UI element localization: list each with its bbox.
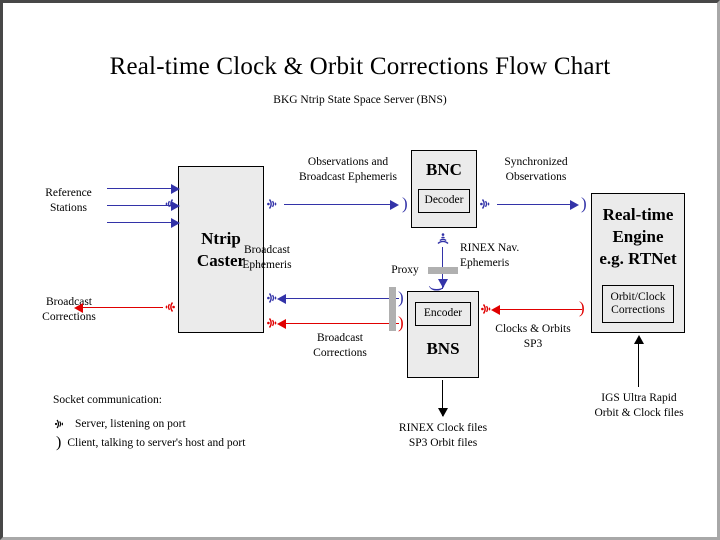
client-socket-icon-bnc-in: ) [402,194,408,213]
label-igs-ultra-rapid: IGS Ultra Rapid Orbit & Clock files [594,392,684,420]
label-proxy: Proxy [391,264,419,276]
label-rinex-nav-ephemeris: RINEX Nav. Ephemeris [460,242,520,270]
server-socket-icon-bns-in [480,300,496,318]
server-socket-icon-caster-corr [266,314,282,332]
proxy-bar-vertical [428,267,458,274]
label-rinex-clock-sp3-files: RINEX Clock files SP3 Orbit files [398,422,488,450]
legend-title: Socket communication: [53,394,162,406]
label-observations-broadcast-ephemeris: Observations and Broadcast Ephemeris [298,156,398,184]
page-subtitle: BKG Ntrip State Space Server (BNS) [273,94,447,106]
client-socket-icon-engine-out: ) [579,298,585,317]
legend-item-client: ) Client, talking to server's host and p… [56,435,245,451]
node-bns[interactable]: Encoder BNS [407,291,479,378]
arrow-igs-up [638,343,639,387]
node-realtime-engine[interactable]: Real-time Engine e.g. RTNet Orbit/Clock … [591,193,685,333]
arrowhead-broadcast-ephemeris [277,294,286,304]
arrowhead-observations-to-bnc [390,200,399,210]
arrowhead-igs-up [634,335,644,344]
arrowhead-broadcast-corrections-left [74,303,83,313]
arrowhead-ref-station-1 [171,184,180,194]
label-broadcast-corrections-bns: Broadcast Corrections [313,332,367,360]
arrowhead-clocks-orbits [491,305,500,315]
node-realtime-engine-label: Real-time Engine e.g. RTNet [599,205,677,268]
label-broadcast-corrections-left: Broadcast Corrections [42,296,96,324]
arrow-sync-observations [497,204,572,205]
client-socket-icon-bns-eph: ) [398,288,404,307]
arrowhead-ref-station-2 [171,201,180,211]
legend-item-server: Server, listening on port [53,416,186,432]
arrow-clocks-orbits [500,309,582,310]
arrowhead-rinex-nav-down [438,279,448,288]
server-socket-icon [53,416,69,432]
label-reference-stations: Reference Stations [45,187,92,215]
arrowhead-bns-files-down [438,408,448,417]
node-ntrip-caster-label: Ntrip Caster [196,228,246,270]
node-orbit-clock-corrections[interactable]: Orbit/Clock Corrections [602,285,674,324]
server-socket-icon-bnc-out [479,195,495,213]
arrow-ref-station-3 [107,222,173,223]
arrow-broadcast-ephemeris [286,298,399,299]
arrow-ref-station-1 [107,188,173,189]
node-bnc[interactable]: BNC Decoder [411,150,477,228]
arrow-broadcast-corrections-left [83,307,163,308]
label-clocks-orbits-sp3: Clocks & Orbits SP3 [495,323,571,351]
node-ntrip-caster[interactable]: Ntrip Caster [178,166,264,333]
node-bns-encoder[interactable]: Encoder [415,302,471,326]
arrowhead-sync-observations [570,200,579,210]
label-synchronized-observations: Synchronized Observations [504,156,568,184]
arrow-observations-to-bnc [284,204,392,205]
arrow-bns-files-down [442,380,443,416]
server-socket-icon-caster-out [160,298,176,316]
server-socket-icon-caster-in [160,195,176,213]
legend-item-client-label: Client, talking to server's host and por… [67,437,246,449]
legend-item-server-label: Server, listening on port [75,418,186,430]
arrow-ref-station-2 [107,205,173,206]
arrowhead-ref-station-3 [171,218,180,228]
page-title: Real-time Clock & Orbit Corrections Flow… [109,53,611,80]
server-socket-icon-caster-obs [266,195,282,213]
client-socket-icon-engine-in: ) [581,194,587,213]
arrow-broadcast-corrections-bns [286,323,399,324]
server-socket-icon-rinex-nav [434,231,452,247]
node-bnc-label: BNC [426,160,462,179]
client-socket-icon-bns-corr: ) [398,313,404,332]
proxy-bar-horizontal [389,287,396,331]
client-socket-icon: ) [56,434,62,451]
arrowhead-broadcast-corrections-bns [277,319,286,329]
server-socket-icon-caster-eph [266,289,282,307]
node-bns-label: BNS [426,339,460,358]
node-bnc-decoder[interactable]: Decoder [418,188,470,213]
label-broadcast-ephemeris: Broadcast Ephemeris [242,244,292,272]
